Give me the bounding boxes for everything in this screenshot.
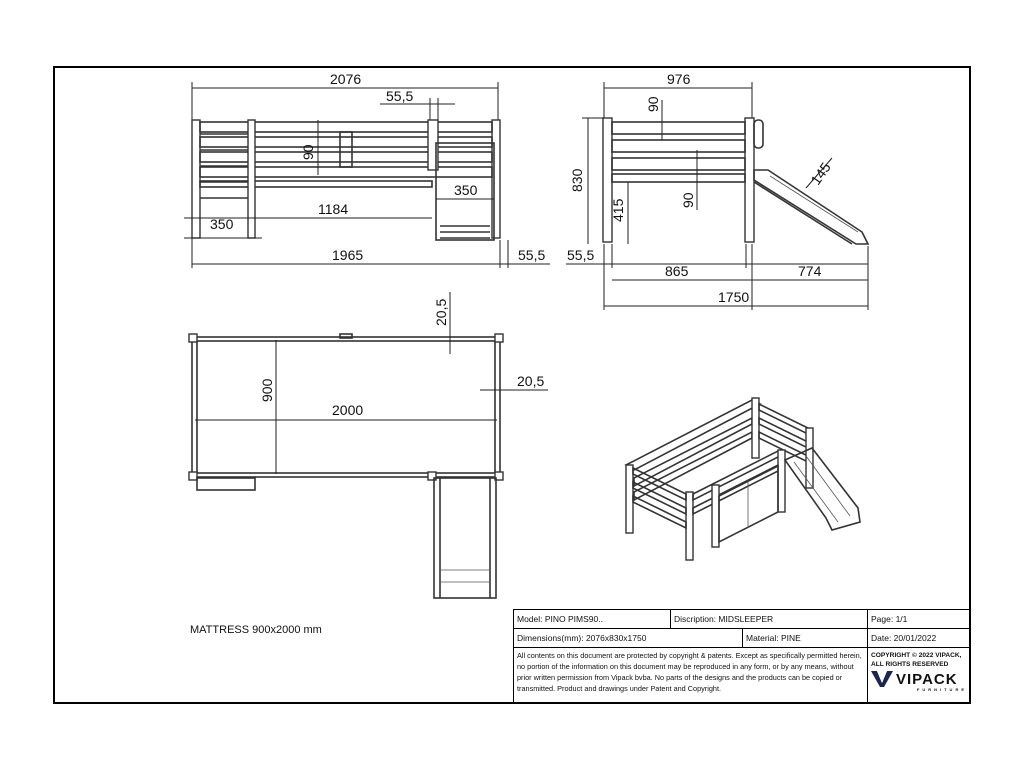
dim-side-top-rail: 90 bbox=[645, 96, 661, 112]
dim-front-rail: 90 bbox=[300, 144, 316, 160]
dimensions-cell: Dimensions(mm): 2076x830x1750 bbox=[513, 628, 743, 648]
dim-front-base: 1965 bbox=[332, 247, 363, 263]
dim-plan-post-top: 20,5 bbox=[433, 299, 449, 326]
copyright-cell: COPYRIGHT © 2022 VIPACK, ALL RIGHTS RESE… bbox=[867, 647, 971, 704]
copyright-notice: All contents on this document are protec… bbox=[513, 647, 868, 704]
dim-plan-post-right: 20,5 bbox=[517, 373, 544, 389]
dim-side-width: 976 bbox=[667, 71, 691, 87]
page-cell: Page: 1/1 bbox=[867, 609, 971, 629]
drawing-frame bbox=[53, 66, 971, 704]
dim-front-slide-width: 350 bbox=[454, 182, 478, 198]
vipack-logo-icon bbox=[871, 671, 893, 687]
dim-front-offset: 55,5 bbox=[386, 88, 413, 104]
dim-side-total: 1750 bbox=[718, 289, 749, 305]
dim-side-slide-run: 774 bbox=[798, 263, 822, 279]
date-cell: Date: 20/01/2022 bbox=[867, 628, 971, 648]
vipack-logo: VIPACK bbox=[871, 671, 967, 687]
title-block: Model: PINO PIMS90.. Discription: MIDSLE… bbox=[513, 609, 971, 704]
copyright-line2: ALL RIGHTS RESERVED bbox=[871, 661, 949, 668]
dim-front-ladder-width: 350 bbox=[210, 216, 234, 232]
material-cell: Material: PINE bbox=[742, 628, 868, 648]
dim-side-mid-rail: 90 bbox=[680, 192, 696, 208]
model-cell: Model: PINO PIMS90.. bbox=[513, 609, 671, 629]
copyright-line1: COPYRIGHT © 2022 VIPACK, bbox=[871, 652, 962, 659]
dim-side-lower: 415 bbox=[610, 198, 626, 222]
dim-plan-length: 2000 bbox=[332, 402, 363, 418]
vipack-logo-sub: FURNITURE bbox=[916, 687, 967, 692]
dim-side-bed-depth: 865 bbox=[665, 263, 689, 279]
front-view: 2076 55,5 90 350 bbox=[184, 71, 550, 268]
dim-plan-width: 900 bbox=[259, 378, 275, 402]
plan-view: 20,5 20,5 900 2000 bbox=[188, 292, 548, 599]
dim-front-right-offset: 55,5 bbox=[518, 247, 545, 263]
dim-side-left-offset: 55,5 bbox=[567, 247, 594, 263]
dim-front-gap: 1184 bbox=[318, 201, 348, 217]
side-view: 976 90 90 830 415 145 bbox=[566, 71, 870, 310]
mattress-note: MATTRESS 900x2000 mm bbox=[190, 624, 322, 636]
isometric-view bbox=[624, 397, 861, 561]
dim-front-width: 2076 bbox=[330, 71, 361, 87]
dim-side-slide-angle: 145 bbox=[807, 159, 834, 187]
description-cell: Discription: MIDSLEEPER bbox=[670, 609, 868, 629]
dim-side-height: 830 bbox=[569, 168, 585, 192]
vipack-logo-text: VIPACK bbox=[896, 670, 958, 688]
